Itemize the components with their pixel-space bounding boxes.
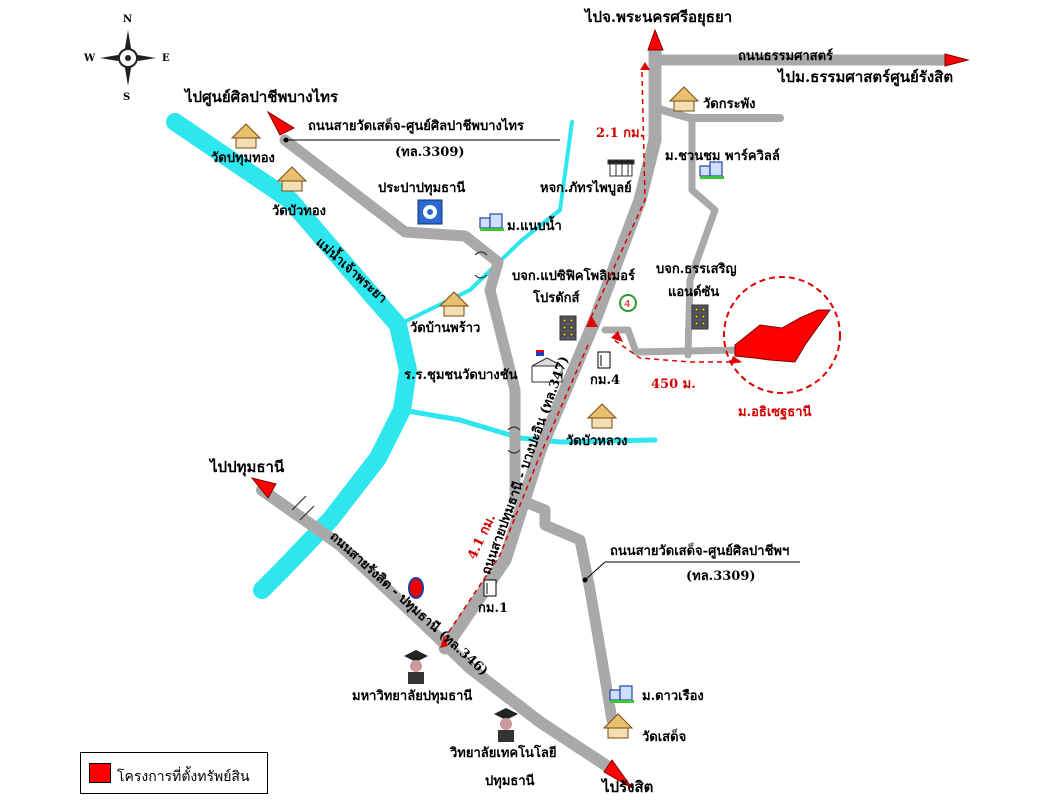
- legend-project-swatch: [89, 763, 111, 783]
- road-347: [438, 45, 662, 655]
- label-pathai-bunlue: หจก.ภัทรไพบูลย์: [540, 181, 632, 196]
- compass-e: E: [162, 53, 170, 64]
- project-site: [723, 276, 841, 394]
- label-mu-naenam: ม.แนบน้ำ: [507, 219, 562, 234]
- label-road-3309-top-code: (ทล.3309): [395, 145, 465, 160]
- label-waterworks: ประปาปทุมธานี: [378, 181, 466, 196]
- house-icon: [609, 685, 634, 703]
- label-wat-pathum-thong: วัดปทุมทอง: [211, 151, 275, 166]
- label-thammasat-road: ถนนธรรมศาสตร์: [738, 49, 834, 64]
- temple-icon: [602, 713, 634, 739]
- km-post-icon: [597, 351, 611, 369]
- office-icon: [691, 304, 709, 330]
- project-circle: [723, 276, 841, 394]
- compass-n: N: [123, 14, 133, 25]
- label-dist-450: 450 ม.: [651, 377, 696, 392]
- road-layer: [256, 45, 951, 774]
- label-mu-project: ม.อธิเซฐธานี: [738, 405, 812, 420]
- factory-icon: [607, 159, 635, 177]
- label-to-ayutthaya: ไปจ.พระนครศรีอยุธยา: [585, 8, 733, 26]
- waterworks-icon: [417, 199, 443, 225]
- temple-icon: [276, 166, 308, 192]
- label-mu-dao-rueang: ม.ดาวเรือง: [642, 689, 704, 704]
- arrow-east: [944, 53, 970, 67]
- label-thanacharoen-2: แอนด์ซัน: [668, 285, 720, 300]
- arrow-tips: [440, 62, 742, 648]
- km-post-icon: [483, 579, 497, 597]
- chao-phraya-river: [166, 113, 417, 599]
- road-to-project: [601, 326, 744, 356]
- label-to-bangsai: ไปศูนย์ศิลปาชีพบางไทร: [185, 88, 339, 106]
- arrow-to-pathumthani: [250, 477, 277, 499]
- compass-w: W: [84, 53, 96, 64]
- compass-s: S: [123, 92, 131, 103]
- label-college-2: ปทุมธานี: [485, 774, 535, 789]
- oil-station-icon: [408, 577, 424, 599]
- road-chuanchom: [684, 114, 719, 359]
- temple-icon: [586, 403, 618, 429]
- label-mu-chuanchom: ม.ชวนชม พาร์ควิลล์: [665, 149, 780, 164]
- label-to-rangsit: ไปรังสิต: [602, 778, 654, 796]
- label-wat-sadet: วัดเสด็จ: [642, 730, 687, 745]
- temple-icon: [668, 86, 700, 112]
- arrow-to-bangsai: [266, 110, 296, 136]
- temple-icon: [230, 123, 262, 149]
- map-legend: โครงการที่ตั้งทรัพย์สิน: [80, 752, 268, 794]
- bridges: [291, 251, 521, 521]
- house-icon: [479, 213, 504, 231]
- misc-icons: 4: [404, 199, 637, 742]
- school-icon: [531, 350, 563, 383]
- building-icons: [531, 159, 709, 383]
- label-to-pathumthani: ไปปทุมธานี: [210, 458, 285, 476]
- label-road-3309-top: ถนนสายวัดเสด็จ-ศูนย์ศิลปาชีพบางไทร: [308, 119, 524, 134]
- project-plot: [734, 309, 831, 363]
- house-icon: [699, 161, 724, 179]
- label-wat-bua-thong: วัดบัวทอง: [272, 204, 327, 219]
- housing-icons: [479, 161, 724, 703]
- arrow-north: [647, 28, 664, 51]
- label-wat-ban-phrao: วัดบ้านพร้าว: [410, 321, 481, 336]
- label-dist-21: 2.1 กม.: [596, 126, 645, 141]
- label-school: ร.ร.ชุมชนวัดบางชัน: [404, 368, 518, 383]
- label-road-3309-mid: ถนนสายวัดเสด็จ-ศูนย์ศิลปาชีพฯ: [610, 544, 790, 559]
- legend-label: โครงการที่ตั้งทรัพย์สิน: [117, 769, 250, 785]
- temple-icon: [438, 291, 470, 317]
- label-pacific: บจก.แปซิฟิคโพลิเมอร์: [512, 269, 635, 284]
- graduate-icon: [404, 650, 428, 684]
- road-3309-top: [279, 134, 618, 726]
- temple-icons: [230, 86, 700, 739]
- gas-station-icon: 4: [619, 294, 637, 312]
- label-wat-bua-luang: วัดบัวหลวง: [566, 434, 628, 449]
- office-icon: [559, 315, 577, 341]
- label-pathumthani-university: มหาวิทยาลัยปทุมธานี: [352, 689, 473, 704]
- label-wat-krapang: วัดกระพัง: [703, 97, 756, 112]
- svg-text:4: 4: [624, 299, 630, 310]
- label-pacific-2: โปรดักส์: [533, 291, 580, 306]
- label-km1: กม.1: [478, 601, 509, 616]
- arrow-to-rangsit: [603, 759, 633, 789]
- leader-lines: [283, 137, 800, 583]
- direction-arrows: [250, 28, 970, 789]
- graduate-icon: [494, 708, 518, 742]
- label-to-thammasat: ไปม.ธรรมศาสตร์ศูนย์รังสิต: [778, 68, 954, 86]
- distance-lines: [441, 71, 740, 643]
- compass-icon: [100, 30, 156, 86]
- label-road-3309-mid-code: (ทล.3309): [686, 569, 756, 584]
- label-thanacharoen: บจก.ธรรเสริญ: [656, 262, 737, 277]
- label-college: วิทยาลัยเทคโนโลยี: [450, 746, 557, 761]
- label-km4: กม.4: [590, 373, 621, 388]
